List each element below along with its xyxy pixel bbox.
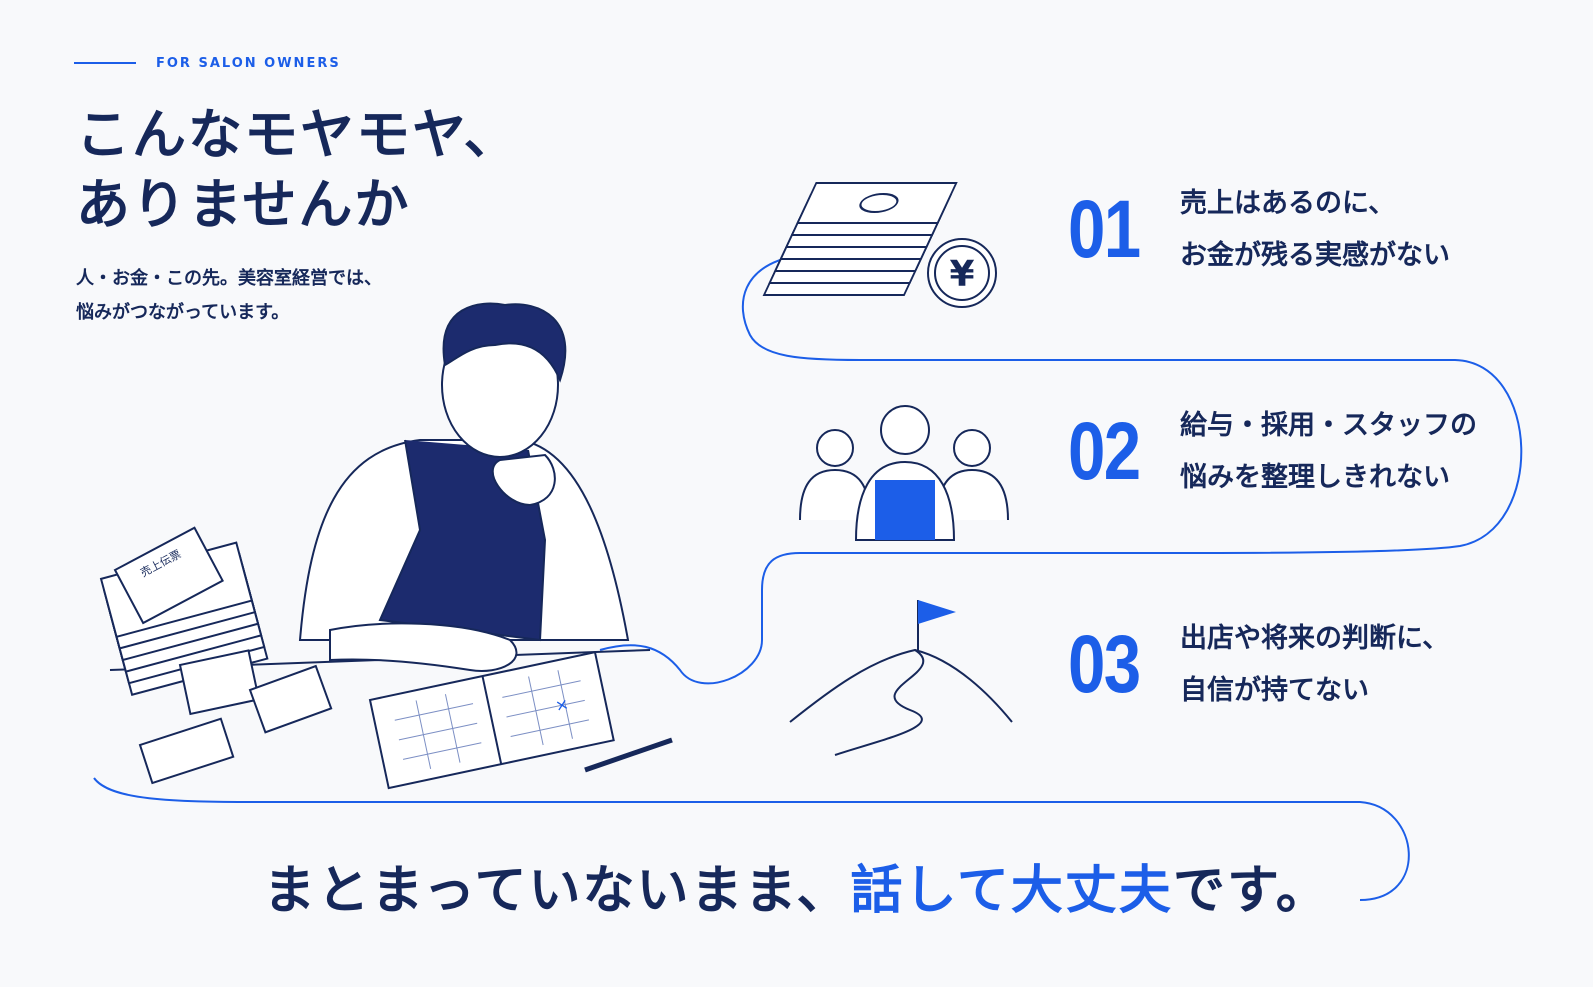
eyebrow-label: FOR SALON OWNERS bbox=[156, 55, 341, 71]
issue-item-03: 03 出店や将来の判断に、 自信が持てない bbox=[1068, 613, 1449, 717]
connector-path bbox=[93, 254, 1523, 901]
issue-text: 売上はあるのに、 お金が残る実感がない bbox=[1180, 178, 1450, 282]
issue-number: 02 bbox=[1068, 406, 1141, 497]
issue-line-1: 給与・採用・スタッフの bbox=[1180, 410, 1477, 441]
issue-item-01: 01 売上はあるのに、 お金が残る実感がない bbox=[1068, 178, 1450, 282]
lead-line-1: 人・お金・この先。美容室経営では、 bbox=[76, 268, 382, 289]
svg-text:¥: ¥ bbox=[949, 254, 974, 295]
eyebrow: FOR SALON OWNERS bbox=[74, 53, 341, 73]
eyebrow-rule bbox=[74, 62, 136, 64]
headline-line-2: ありませんか bbox=[76, 173, 411, 236]
money-stack-icon: ¥ bbox=[762, 182, 997, 308]
page-headline: こんなモヤモヤ、 ありませんか bbox=[76, 100, 520, 240]
svg-text:×: × bbox=[553, 694, 570, 715]
headline-line-1: こんなモヤモヤ、 bbox=[76, 103, 520, 166]
closing-after: です。 bbox=[1172, 861, 1330, 921]
issue-text: 出店や将来の判断に、 自信が持てない bbox=[1180, 613, 1449, 717]
issue-item-02: 02 給与・採用・スタッフの 悩みを整理しきれない bbox=[1068, 400, 1477, 504]
issue-line-2: 自信が持てない bbox=[1180, 675, 1369, 706]
issue-line-2: お金が残る実感がない bbox=[1180, 240, 1450, 271]
closing-message: まとまっていないまま、話して大丈夫です。 bbox=[0, 848, 1593, 923]
issue-number: 01 bbox=[1068, 184, 1141, 275]
issue-number: 03 bbox=[1068, 619, 1141, 710]
closing-before: まとまっていないまま、 bbox=[263, 861, 851, 921]
desk-illustration: × bbox=[99, 302, 673, 790]
closing-highlight: 話して大丈夫 bbox=[850, 861, 1173, 921]
issue-line-1: 出店や将来の判断に、 bbox=[1180, 623, 1450, 654]
lead-text: 人・お金・この先。美容室経営では、 悩みがつながっています。 bbox=[76, 262, 382, 330]
issue-line-1: 売上はあるのに、 bbox=[1180, 188, 1396, 219]
lead-line-2: 悩みがつながっています。 bbox=[76, 302, 290, 323]
staff-group-icon bbox=[799, 405, 1009, 541]
issue-line-2: 悩みを整理しきれない bbox=[1180, 462, 1450, 493]
issue-text: 給与・採用・スタッフの 悩みを整理しきれない bbox=[1180, 400, 1477, 504]
mountain-flag-icon bbox=[789, 600, 1013, 756]
